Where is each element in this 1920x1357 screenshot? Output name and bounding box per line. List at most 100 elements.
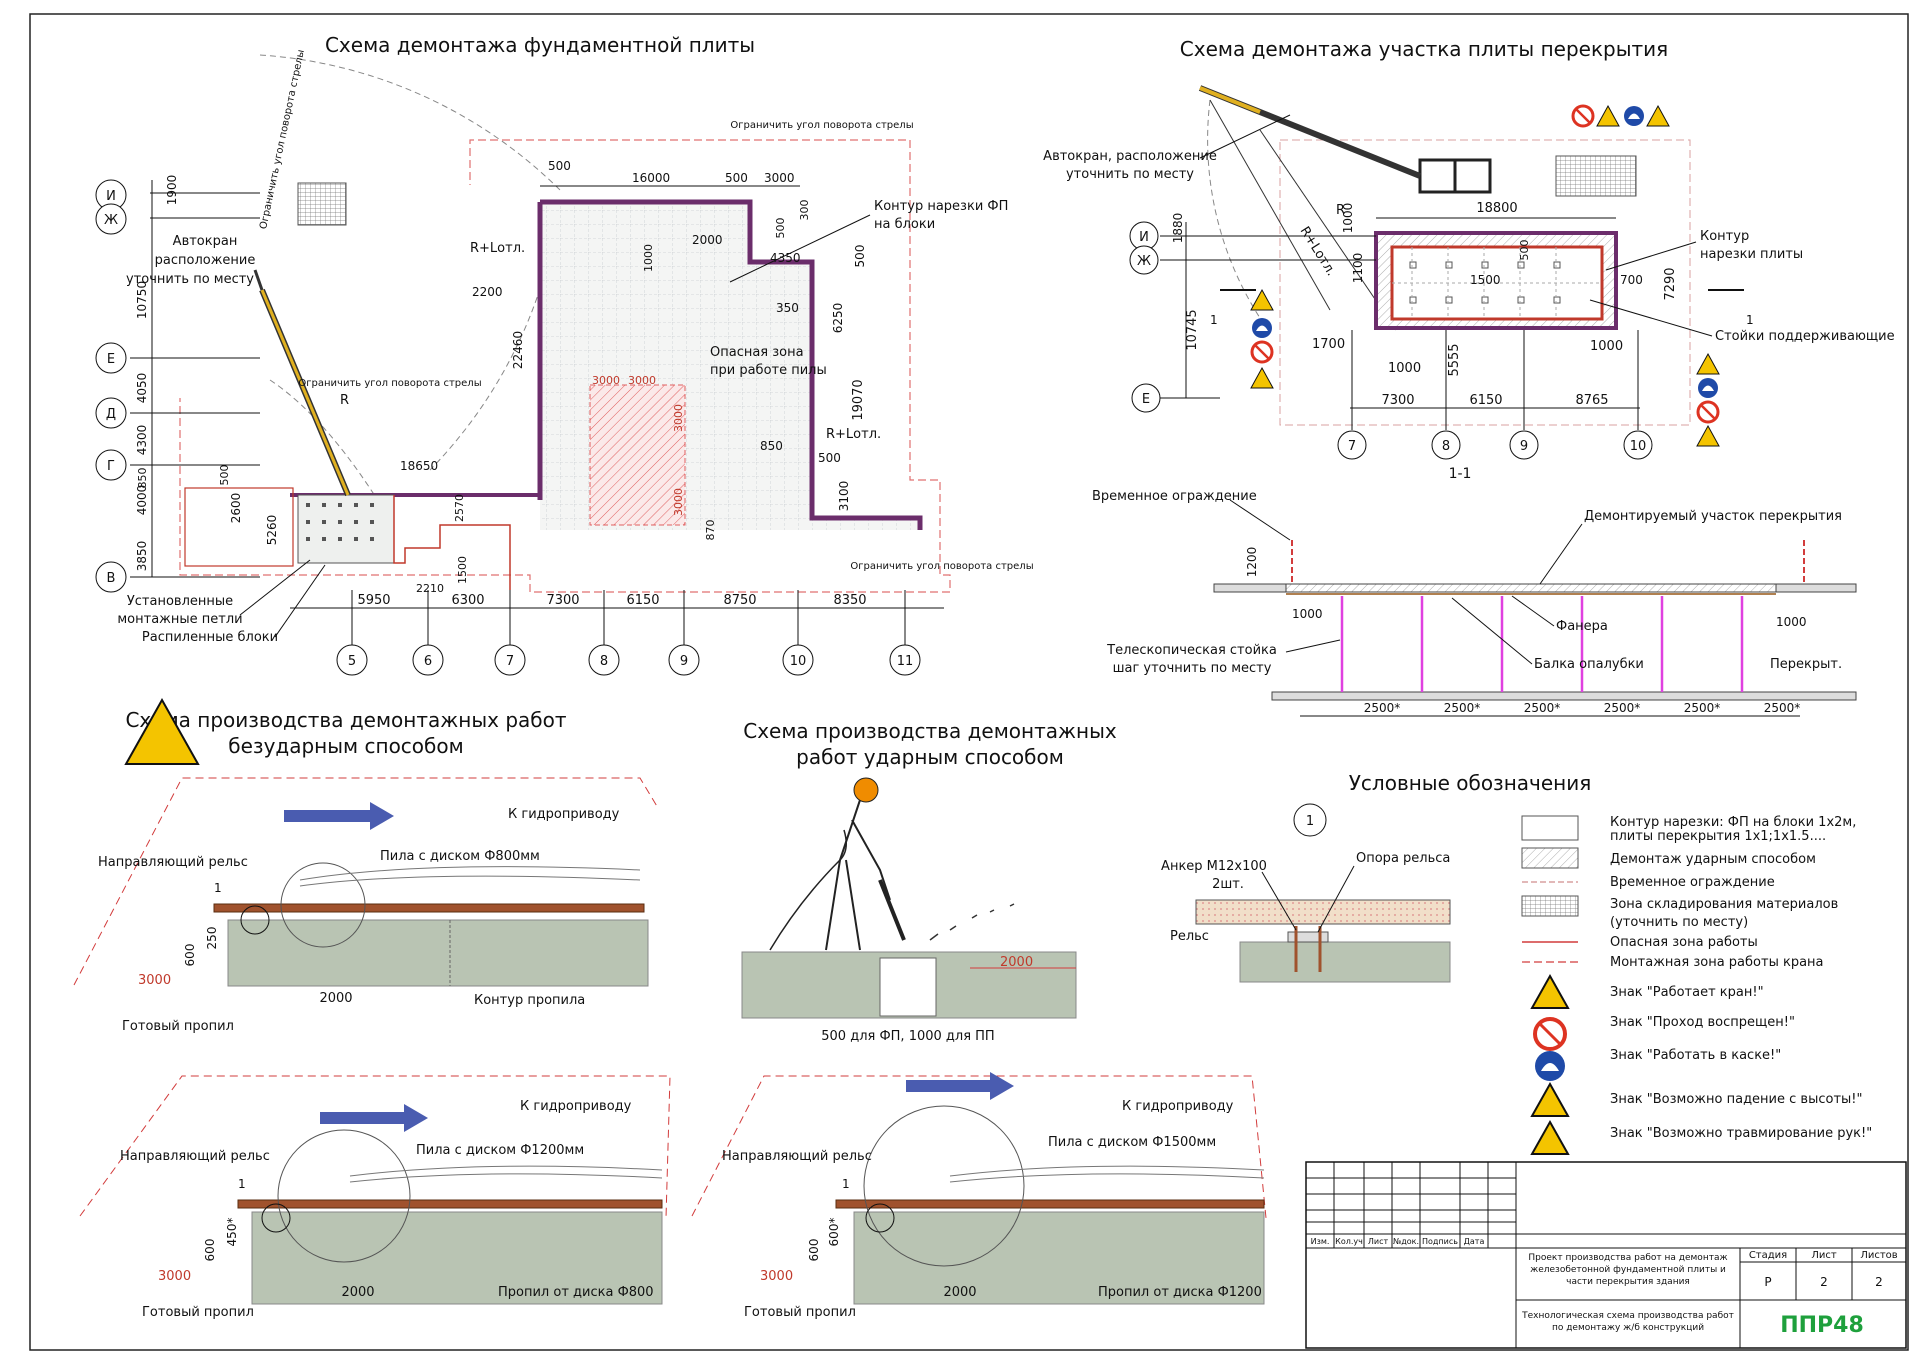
svg-text:2500*: 2500* [1684, 701, 1721, 715]
detail-slab [1239, 941, 1451, 983]
crane-label-2: расположение [155, 253, 256, 268]
direction-arrow-icon [284, 802, 394, 830]
dim-4050: 4050 [135, 373, 149, 404]
dim-p2-6150: 6150 [1469, 393, 1502, 408]
crane-arc-2 [1207, 99, 1261, 319]
svg-text:2500*: 2500* [1524, 701, 1561, 715]
legend-title: Условные обозначения [1349, 771, 1592, 795]
hydraulic-hoses-2 [349, 1165, 663, 1183]
dim-1880: 1880 [1171, 213, 1185, 244]
danger-zone-saw [589, 384, 686, 526]
rail-label-2: Направляющий рельс [120, 1149, 270, 1164]
dim-1000-p2b: 1000 [1590, 339, 1623, 354]
loops-label-2: монтажные петли [117, 612, 242, 627]
impact-cut-zone [879, 957, 937, 1017]
detail-callout-2 [261, 1203, 291, 1233]
dim-870: 870 [704, 520, 717, 541]
impact-title-1: Схема производства демонтажных [743, 719, 1117, 743]
contour-label-p2-2: нарезки плиты [1700, 247, 1803, 262]
legend-swatch-contour [1521, 815, 1579, 841]
crane-boom [260, 289, 350, 496]
sheet-frame [29, 13, 1909, 1351]
legend-contour-2: плиты перекрытия 1х1;1х1.5.... [1610, 829, 1826, 844]
axis-bubbles-v-plan2: 7 8 9 10 [1337, 330, 1653, 460]
r-line [1209, 99, 1331, 311]
dim-3850: 3850 [135, 541, 149, 572]
cut-label-2: Пропил от диска Ф800 [498, 1285, 654, 1300]
support-posts-plan [1409, 261, 1561, 304]
dim-top-500b: 500 [725, 171, 748, 185]
rl-line [1259, 129, 1397, 331]
fall-warning-sign-icon [1646, 104, 1670, 127]
slab-contour-outline [540, 199, 923, 530]
foundation-title: Схема демонтажа фундаментной плиты [325, 33, 755, 57]
sawn-leader [274, 564, 326, 638]
dim-850: 850 [136, 468, 149, 489]
stamp-col-kol: Кол.уч [1335, 1237, 1363, 1246]
ready-cut-label-1: Готовый пропил [122, 1019, 234, 1034]
limit-label-top: Ограничить угол поворота стрелы [730, 120, 913, 131]
temporary-fence-plan1 [179, 139, 951, 593]
dim-3000-s2: 3000 [158, 1269, 191, 1284]
legend-sign-fall: Знак "Возможно падение с высоты!" [1610, 1092, 1862, 1107]
callout-num-3: 1 [842, 1177, 850, 1191]
dim-18800: 18800 [1476, 201, 1517, 216]
crane-reach-arc-right [429, 199, 561, 471]
stamp-list: 2 [1820, 1275, 1828, 1289]
svg-text:Е: Е [1142, 392, 1150, 407]
svg-text:9: 9 [680, 654, 688, 669]
beam-leader [1451, 597, 1533, 665]
to-hydro-label-3: К гидроприводу [1122, 1099, 1234, 1114]
sign-group-left [1250, 288, 1274, 389]
dim-6150: 6150 [626, 593, 659, 608]
crane-reach-arc-top [259, 54, 561, 191]
concrete-slab-1 [227, 919, 649, 987]
dim-5260: 5260 [265, 515, 279, 546]
axis-bubbles-h-plan2: И Ж Е [1129, 221, 1161, 413]
dim-5555: 5555 [1447, 343, 1462, 376]
hydraulic-hoses-3 [949, 1165, 1265, 1183]
stepped-red-contour [393, 495, 511, 590]
dim-3000-s1: 3000 [138, 973, 171, 988]
legend-sign-noentry: Знак "Проход воспрещен!" [1610, 1015, 1795, 1030]
nonimpact-scheme-1: Схема производства демонтажных работ без… [73, 697, 659, 1034]
svg-text:11: 11 [897, 654, 914, 669]
svg-text:Д: Д [106, 407, 116, 422]
stamp-stage-header: Стадия [1749, 1250, 1787, 1261]
anchor-label-2: 2шт. [1212, 877, 1244, 892]
dim-18650: 18650 [400, 459, 438, 473]
svg-text:7: 7 [1348, 439, 1356, 454]
stamp-frame [1305, 1161, 1907, 1349]
danger-label-1: Опасная зона [710, 345, 804, 360]
dim-2000-s2: 2000 [341, 1285, 374, 1300]
rail-label: Рельс [1170, 929, 1209, 944]
section-mark-num-l: 1 [1210, 313, 1218, 327]
dim-600-1: 600 [183, 944, 197, 967]
svg-text:2500*: 2500* [1764, 701, 1801, 715]
legend-fence: Временное ограждение [1610, 875, 1775, 890]
rail-label-3: Направляющий рельс [722, 1149, 872, 1164]
foundation-plan: Схема демонтажа фундаментной плиты 1900 … [95, 33, 1034, 676]
nonimpact-scheme-3: К гидроприводу Направляющий рельс Пила с… [691, 1072, 1267, 1320]
posts-leader [1589, 299, 1713, 337]
cut-label-3: Пропил от диска Ф1200 [1098, 1285, 1262, 1300]
floor-title: Схема демонтажа участка плиты перекрытия [1180, 37, 1668, 61]
dim-2000-impact: 2000 [1000, 955, 1033, 970]
r-lotl-label-2: R+Lотл. [826, 427, 881, 442]
dim-600star: 600* [827, 1218, 841, 1247]
nonimpact-title-2: безударным способом [228, 734, 463, 758]
direction-arrow-icon [320, 1104, 428, 1132]
dim-2000-s3: 2000 [943, 1285, 976, 1300]
section-title: 1-1 [1449, 466, 1472, 482]
dim-1000-top: 1000 [1341, 203, 1355, 234]
plywood-label: Фанера [1556, 619, 1608, 634]
storage-zone-plan2 [1555, 155, 1637, 197]
anchor-leader [1261, 871, 1297, 931]
svg-text:2500*: 2500* [1364, 701, 1401, 715]
stamp-stage: Р [1764, 1275, 1771, 1289]
dim-600-3: 600 [807, 1239, 821, 1262]
beam-label: Балка опалубки [1534, 657, 1644, 672]
dim-3000-d: 3000 [672, 488, 685, 516]
dim-6250: 6250 [831, 303, 845, 334]
stamp-col-izm: Изм. [1311, 1237, 1330, 1246]
